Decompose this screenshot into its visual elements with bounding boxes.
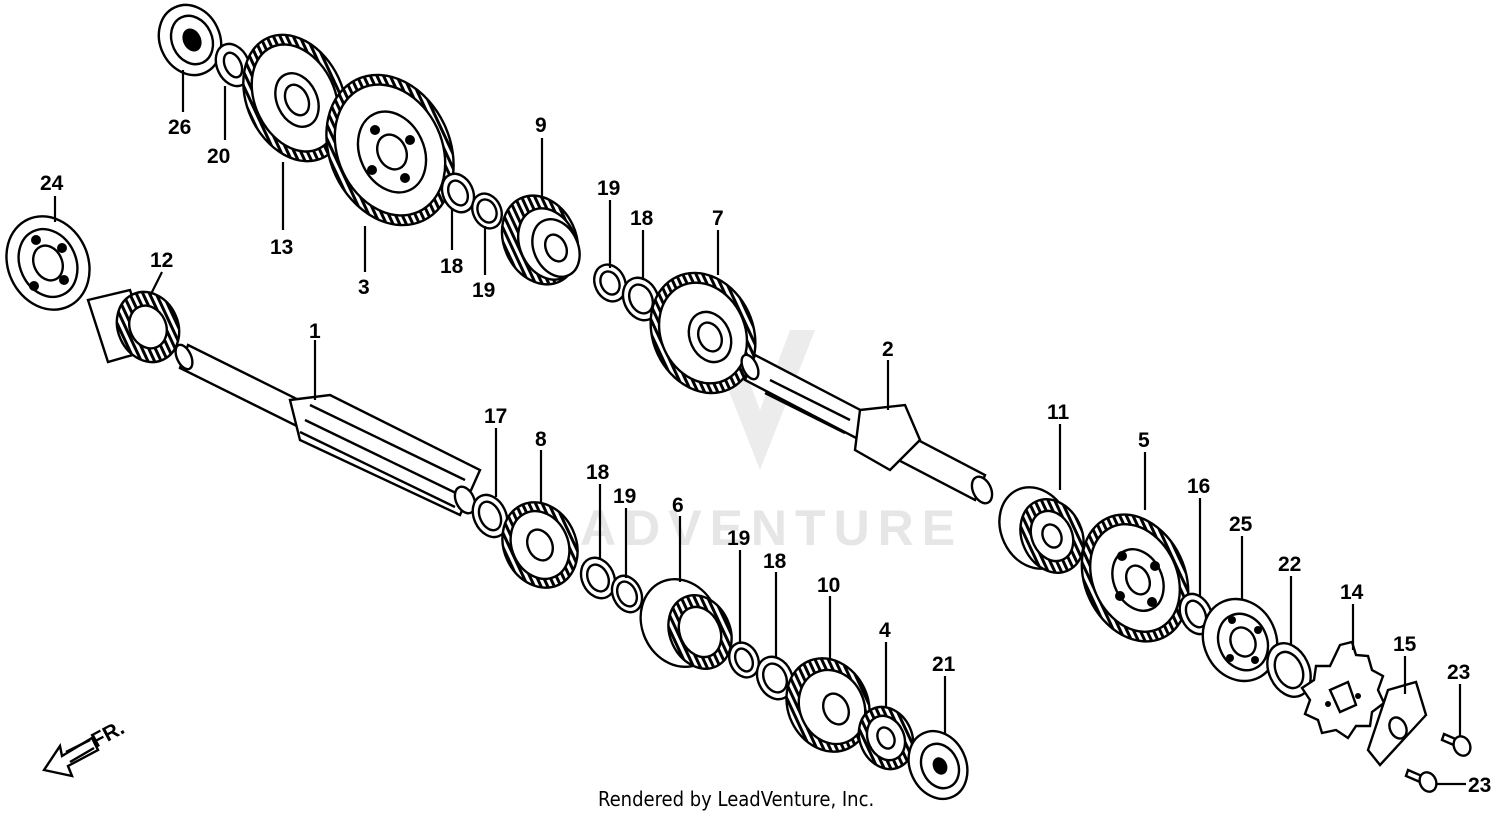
part-8-gear <box>501 501 579 589</box>
part-23-bolt-a <box>1440 732 1472 757</box>
callout-13: 13 <box>270 236 293 259</box>
callout-9: 9 <box>535 114 547 137</box>
part-26-bearing <box>157 3 223 77</box>
part-19-clip-lower <box>728 641 760 679</box>
callout-25: 25 <box>1229 513 1253 536</box>
part-3-gear <box>325 73 455 227</box>
callout-20: 20 <box>207 145 230 168</box>
callout-21: 21 <box>932 653 956 676</box>
part-17-washer <box>471 493 509 539</box>
part-4-gear <box>857 705 915 771</box>
callout-19b: 19 <box>597 177 620 200</box>
part-11-gear <box>998 486 1085 574</box>
callout-14: 14 <box>1340 581 1364 604</box>
callout-7: 7 <box>712 207 724 230</box>
part-18-washer <box>621 276 661 322</box>
part-25-bearing <box>1201 597 1279 683</box>
part-9-gear <box>500 194 581 286</box>
callout-18a: 18 <box>440 255 464 278</box>
callout-26: 26 <box>168 116 191 139</box>
front-direction-arrow: FR. <box>42 716 128 778</box>
callout-5: 5 <box>1138 429 1150 452</box>
callout-15: 15 <box>1393 633 1417 656</box>
callout-1: 1 <box>309 320 321 343</box>
callout-23a: 23 <box>1447 661 1470 684</box>
leader-lines <box>53 70 1466 786</box>
part-19-clip-mid <box>610 574 644 614</box>
callout-19d: 19 <box>727 527 750 550</box>
callout-2: 2 <box>882 338 894 361</box>
credit-text: Rendered by LeadVenture, Inc. <box>598 787 874 811</box>
part-21-bearing <box>907 729 969 801</box>
callout-19c: 19 <box>613 485 636 508</box>
part-5-gear <box>1080 513 1190 643</box>
part-10-gear <box>785 657 871 753</box>
part-15-plate <box>1366 680 1428 767</box>
callout-12: 12 <box>150 249 173 272</box>
part-18-washer-lower <box>755 655 795 701</box>
part-18-ring-upper <box>440 172 476 214</box>
part-24-bearing <box>5 215 91 311</box>
callout-4: 4 <box>879 619 891 642</box>
callout-3: 3 <box>358 276 370 299</box>
part-19-ring-upper <box>471 192 503 230</box>
part-6-gear <box>639 577 733 670</box>
watermark-text: ADVENTURE <box>580 500 963 556</box>
part-12-gear <box>86 288 181 364</box>
callout-6: 6 <box>672 494 684 517</box>
part-1-mainshaft <box>174 343 482 517</box>
callout-8: 8 <box>535 428 547 451</box>
callout-18d: 18 <box>763 550 787 573</box>
callout-labels: 24 12 26 20 13 3 18 19 9 19 18 7 1 2 17 … <box>40 114 1491 797</box>
part-13-gear <box>242 33 348 163</box>
callout-23b: 23 <box>1468 774 1491 797</box>
part-23-bolt-b <box>1404 768 1438 793</box>
part-7-gear <box>649 271 757 395</box>
part-14-sprocket <box>1300 640 1386 740</box>
part-19-clip <box>593 263 627 303</box>
callout-18c: 18 <box>586 461 610 484</box>
callout-10: 10 <box>817 574 840 597</box>
part-22-seal <box>1266 642 1312 698</box>
callout-24: 24 <box>40 172 64 195</box>
callout-16: 16 <box>1187 475 1210 498</box>
callout-19a: 19 <box>472 279 495 302</box>
callout-17: 17 <box>484 405 507 428</box>
part-2-countershaft <box>740 353 994 505</box>
part-18-washer-mid <box>579 556 617 600</box>
callout-11: 11 <box>1047 401 1070 424</box>
callout-22: 22 <box>1278 553 1301 576</box>
callout-18b: 18 <box>630 207 654 230</box>
